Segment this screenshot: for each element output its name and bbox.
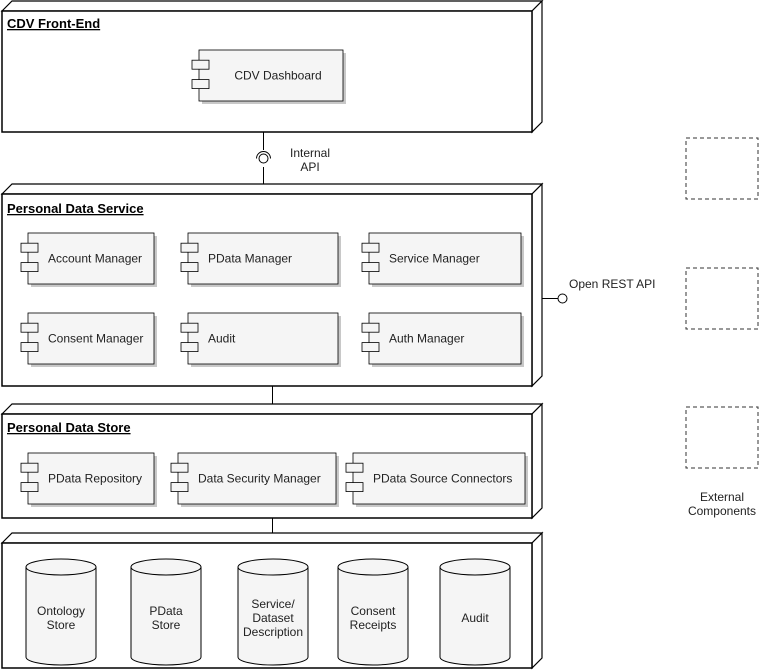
service-manager-component-label: Service Manager (389, 252, 480, 266)
component-icon (20, 322, 39, 333)
store-node-title: Personal Data Store (7, 420, 131, 435)
database-layer: OntologyStorePDataStoreService/DatasetDe… (25, 558, 511, 666)
component-icon (191, 59, 210, 70)
pdata-manager-component-label: PData Manager (208, 252, 292, 266)
component-icon (361, 242, 380, 253)
ontology-store-label: Ontology (37, 604, 85, 618)
external-component-box (685, 267, 759, 330)
frontend-node-title: CDV Front-End (7, 16, 100, 31)
data-security-manager-component-label: Data Security Manager (198, 472, 321, 486)
open-rest-api-label: Open REST API (569, 277, 656, 291)
external-component-box (685, 406, 759, 469)
pdata-source-connectors-component[interactable]: PData Source Connectors (345, 452, 528, 507)
service-dataset-description-label: Dataset (252, 611, 294, 625)
pdata-store-label: Store (152, 618, 181, 632)
component-icon (361, 322, 380, 333)
pdata-repository-component-label: PData Repository (48, 472, 142, 486)
pdata-manager-component[interactable]: PData Manager (180, 232, 341, 287)
ontology-store-label: Store (47, 618, 76, 632)
pdata-repository-component[interactable]: PData Repository (20, 452, 157, 507)
service-dataset-description-label: Service/ (251, 597, 295, 611)
audit-component[interactable]: Audit (180, 312, 341, 367)
consent-manager-component-label: Consent Manager (48, 332, 143, 346)
component-icon (20, 462, 39, 473)
internal-api-socket (256, 151, 271, 159)
service-dataset-description-label: Description (243, 625, 303, 639)
audit-component-label: Audit (208, 332, 236, 346)
component-icon (20, 242, 39, 253)
component-icon (345, 462, 364, 473)
audit-store-database[interactable]: Audit (439, 558, 511, 666)
component-icon (180, 322, 199, 333)
component-icon (170, 462, 189, 473)
external-label-line1: External (700, 490, 744, 504)
consent-receipts-label: Consent (351, 604, 396, 618)
internal-api-interface[interactable]: Internal API (256, 146, 331, 174)
internal-api-ball (258, 153, 269, 164)
external-component-box (685, 137, 759, 200)
cdv-dashboard-component-label: CDV Dashboard (234, 69, 321, 83)
consent-manager-component[interactable]: Consent Manager (20, 312, 157, 367)
auth-manager-component-label: Auth Manager (389, 332, 464, 346)
service-manager-component[interactable]: Service Manager (361, 232, 524, 287)
internal-api-label-line2: API (300, 160, 319, 174)
data-security-manager-component[interactable]: Data Security Manager (170, 452, 339, 507)
auth-manager-component[interactable]: Auth Manager (361, 312, 524, 367)
external-components (685, 137, 759, 469)
account-manager-component[interactable]: Account Manager (20, 232, 157, 287)
audit-store-label: Audit (461, 611, 489, 625)
external-label-line2: Components (688, 504, 756, 518)
internal-api-label-line1: Internal (290, 146, 330, 160)
cdv-dashboard-component[interactable]: CDV Dashboard (191, 49, 346, 104)
consent-receipts-label: Receipts (350, 618, 397, 632)
account-manager-component-label: Account Manager (48, 252, 142, 266)
open-rest-api-ball (557, 293, 568, 304)
pdata-source-connectors-component-label: PData Source Connectors (373, 472, 512, 486)
pdata-store-label: PData (149, 604, 183, 618)
pds-node-title: Personal Data Service (7, 201, 144, 216)
open-rest-api-interface[interactable]: Open REST API (557, 277, 656, 304)
component-icon (180, 242, 199, 253)
